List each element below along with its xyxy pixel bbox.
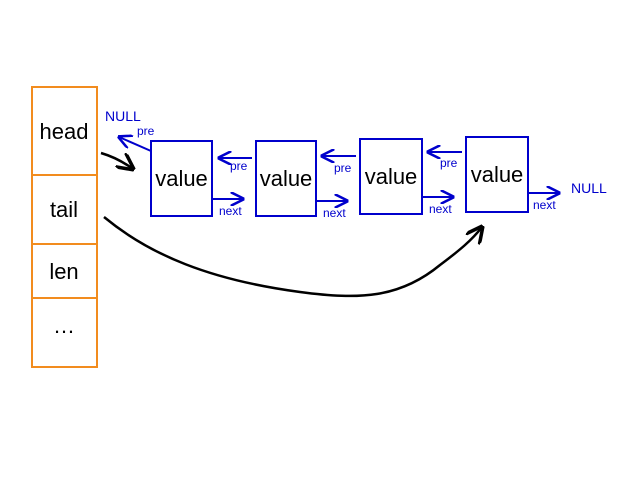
next-label: next	[429, 202, 452, 216]
node-box	[359, 138, 423, 215]
head-arrow-icon	[100, 151, 133, 169]
node-value: value	[155, 166, 208, 191]
pre-label: pre	[440, 156, 458, 170]
node-value: value	[471, 162, 524, 187]
pre-label: pre	[137, 124, 155, 138]
tail-arrow-icon	[103, 216, 482, 298]
field-ellipsis: …	[53, 313, 75, 338]
next-label: next	[219, 204, 242, 218]
null-label-head: NULL	[105, 108, 141, 124]
node-2: value	[255, 140, 317, 217]
field-len: len	[49, 259, 78, 284]
node-box	[465, 136, 529, 213]
node-box	[255, 140, 317, 217]
list-struct-border	[31, 86, 98, 368]
next-label: next	[323, 206, 346, 220]
next-label: next	[533, 198, 556, 212]
null-label-tail: NULL	[571, 180, 607, 196]
node-4: value	[465, 136, 529, 213]
node-3: value	[359, 138, 423, 215]
node-value: value	[260, 166, 313, 191]
node-box	[150, 140, 213, 217]
pre-label: pre	[334, 161, 352, 175]
pre-label: pre	[230, 159, 248, 173]
pre-arrow-icon	[119, 137, 152, 152]
list-struct: head tail len …	[31, 86, 98, 368]
field-tail: tail	[50, 197, 78, 222]
node-value: value	[365, 164, 418, 189]
field-head: head	[40, 119, 89, 144]
node-1: value	[150, 140, 213, 217]
